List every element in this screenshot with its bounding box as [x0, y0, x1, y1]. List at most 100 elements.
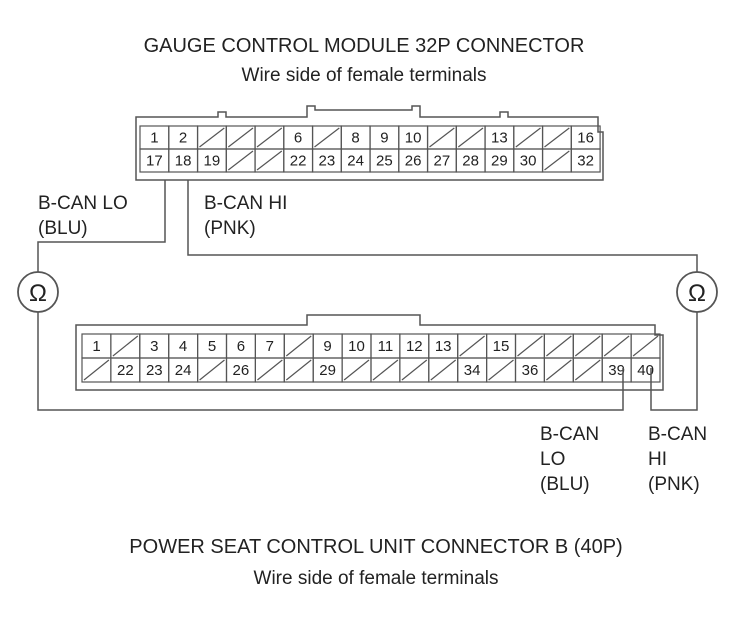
top-connector-unused-cavity-slash [199, 127, 225, 148]
bottom-connector-cavity [630, 357, 661, 383]
top-connector-pin-8: 8 [351, 130, 359, 147]
top-label-lo-line1: B-CAN LO [38, 193, 128, 214]
top-connector-pin-18: 18 [175, 153, 192, 170]
top-connector-unused-cavity-slash [256, 127, 283, 148]
bottom-connector-unused-cavity-slash [83, 359, 110, 381]
top-connector-pin-2: 2 [179, 130, 187, 147]
top-connector-pin-26: 26 [405, 153, 422, 170]
bottom-label-hi-line1: B-CAN [648, 424, 707, 445]
top-connector-pin-10: 10 [405, 130, 422, 147]
bottom-connector-title: POWER SEAT CONTROL UNIT CONNECTOR B (40P… [129, 536, 622, 558]
top-connector-pin-32: 32 [577, 153, 594, 170]
bottom-connector-unused-cavity-slash [112, 335, 139, 357]
top-connector-pin-30: 30 [520, 153, 537, 170]
bottom-connector-unused-cavity-slash [603, 335, 630, 357]
top-connector-pin-28: 28 [462, 153, 479, 170]
bottom-connector-pin-3: 3 [150, 338, 158, 355]
bottom-connector-unused-cavity-slash [401, 359, 428, 381]
top-connector-unused-cavity-slash [227, 127, 254, 148]
top-connector-cavity [570, 148, 601, 173]
bottom-connector-unused-cavity-slash [343, 359, 370, 381]
bottom-connector-unused-cavity-slash [285, 359, 312, 381]
bottom-connector-unused-cavity-slash [517, 335, 543, 357]
bottom-label-lo-line2: LO [540, 449, 565, 470]
top-connector-unused-cavity-slash [544, 127, 570, 148]
bottom-connector-pin-5: 5 [208, 338, 216, 355]
bottom-connector-pin-7: 7 [266, 338, 274, 355]
bottom-connector-pin-12: 12 [406, 338, 423, 355]
top-connector-unused-cavity-slash [314, 127, 340, 148]
ohmmeter-right: Ω [676, 271, 718, 313]
bottom-connector-unused-cavity-slash [546, 359, 572, 381]
bottom-connector-unused-cavity-slash [488, 359, 514, 381]
ohm-symbol-right: Ω [688, 280, 706, 307]
bottom-connector-pin-26: 26 [233, 362, 250, 379]
bottom-connector-pin-22: 22 [117, 362, 134, 379]
bottom-connector-unused-cavity-slash [430, 359, 457, 381]
bottom-connector-unused-cavity-slash [199, 359, 225, 381]
top-connector-pin-23: 23 [319, 153, 336, 170]
bottom-connector-housing [75, 314, 664, 391]
ohmmeter-left: Ω [17, 271, 59, 313]
bottom-connector-unused-cavity-slash [257, 359, 283, 381]
top-connector-pin-22: 22 [290, 153, 307, 170]
top-connector-unused-cavity-slash [256, 150, 283, 171]
top-label-lo-line2: (BLU) [38, 218, 88, 239]
bottom-connector-unused-cavity-slash [372, 359, 399, 381]
bottom-label-lo-line3: (BLU) [540, 474, 590, 495]
top-connector-pin-9: 9 [380, 130, 388, 147]
ohm-symbol-left: Ω [29, 280, 47, 307]
top-connector-pin-1: 1 [150, 130, 158, 147]
bottom-label-hi-line3: (PNK) [648, 474, 700, 495]
top-connector-unused-cavity-slash [457, 127, 484, 148]
top-connector-title: GAUGE CONTROL MODULE 32P CONNECTOR [144, 35, 585, 57]
bottom-connector-unused-cavity-slash [459, 335, 485, 357]
bottom-connector-unused-cavity-slash [574, 359, 601, 381]
top-connector-housing [135, 105, 604, 181]
top-connector-pin-16: 16 [577, 130, 594, 147]
bottom-connector-unused-cavity-slash [632, 335, 659, 357]
bottom-connector-pin-39: 39 [608, 362, 625, 379]
top-connector-pin-13: 13 [491, 130, 508, 147]
top-label-hi-line1: B-CAN HI [204, 193, 287, 214]
bottom-connector-unused-cavity-slash [285, 335, 312, 357]
bottom-connector-pin-6: 6 [237, 338, 245, 355]
bottom-connector-pin-40: 40 [637, 362, 654, 379]
bottom-connector-pin-13: 13 [435, 338, 452, 355]
top-connector-pin-6: 6 [294, 130, 302, 147]
top-connector-pin-25: 25 [376, 153, 393, 170]
top-connector-pin-17: 17 [146, 153, 163, 170]
bottom-label-lo-line1: B-CAN [540, 424, 599, 445]
bottom-connector-pin-23: 23 [146, 362, 163, 379]
top-connector-subtitle: Wire side of female terminals [242, 65, 487, 86]
top-connector-pin-19: 19 [204, 153, 221, 170]
top-connector-unused-cavity-slash [429, 127, 455, 148]
top-connector-pin-24: 24 [347, 153, 364, 170]
bottom-connector-unused-cavity-slash [574, 335, 601, 357]
wire-b-can-hi [187, 180, 698, 411]
bottom-connector-pin-11: 11 [378, 338, 394, 355]
wire-b-can-lo [37, 180, 624, 411]
bottom-connector-pin-4: 4 [179, 338, 187, 355]
bottom-connector-pin-10: 10 [348, 338, 365, 355]
wires [37, 180, 698, 411]
bottom-connector-pin-36: 36 [522, 362, 539, 379]
top-connector-unused-cavity-slash [515, 127, 541, 148]
bottom-label-hi-line2: HI [648, 449, 667, 470]
bottom-connector-pin-34: 34 [464, 362, 481, 379]
bottom-connector-subtitle: Wire side of female terminals [254, 568, 499, 589]
top-connector-pin-29: 29 [491, 153, 508, 170]
top-connector-pin-27: 27 [434, 153, 451, 170]
bottom-connector-pin-15: 15 [493, 338, 510, 355]
top-connector-unused-cavity-slash [227, 150, 254, 171]
bottom-connector-pin-9: 9 [323, 338, 331, 355]
bottom-connector-pin-24: 24 [175, 362, 192, 379]
bottom-connector-unused-cavity-slash [546, 335, 572, 357]
top-label-hi-line2: (PNK) [204, 218, 256, 239]
bottom-connector-pin-1: 1 [92, 338, 100, 355]
